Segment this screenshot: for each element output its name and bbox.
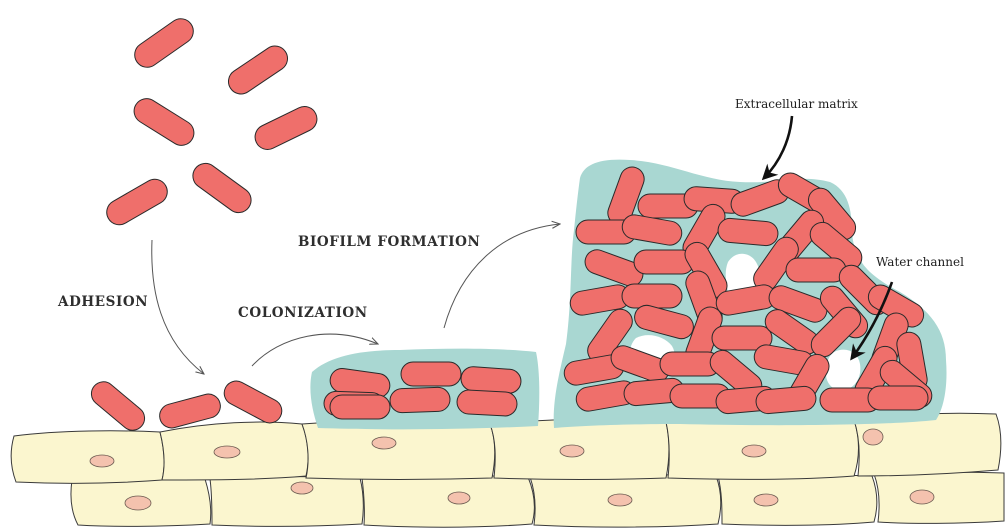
- host-cell: [362, 476, 534, 528]
- bacteria-layer: [87, 14, 937, 435]
- bacterium: [224, 41, 293, 99]
- bacterium: [251, 102, 321, 153]
- bacterium: [755, 385, 817, 414]
- bacterium: [456, 389, 517, 416]
- host-cell: [160, 422, 308, 480]
- bacterium: [401, 362, 461, 386]
- host-cell: [490, 419, 669, 479]
- bacterium: [622, 284, 682, 308]
- host-cell: [666, 417, 859, 479]
- host-cell: [11, 431, 164, 484]
- bacterium: [717, 217, 779, 246]
- host-cell-layer: [11, 413, 1004, 527]
- host-cell: [71, 477, 211, 526]
- label-extracellular-matrix: Extracellular matrix: [735, 97, 858, 111]
- host-cell: [210, 477, 363, 527]
- host-cell: [874, 472, 1004, 523]
- bacterium: [102, 175, 172, 230]
- matrix-pointer-arrow: [764, 116, 792, 178]
- adhesion-arrow: [152, 240, 204, 374]
- bacterium: [129, 94, 198, 150]
- bacterium: [220, 377, 286, 427]
- bacterium: [868, 386, 928, 410]
- label-adhesion: ADHESION: [57, 294, 148, 310]
- host-cell: [530, 475, 721, 528]
- bacterium: [130, 14, 198, 72]
- label-water-channel: Water channel: [876, 255, 964, 269]
- bacterium: [390, 387, 451, 413]
- bacterium: [87, 377, 150, 435]
- bacterium: [330, 395, 390, 419]
- host-cell: [718, 475, 877, 526]
- bacterium: [188, 158, 256, 217]
- label-colonization: COLONIZATION: [238, 305, 368, 321]
- host-cell: [302, 421, 495, 480]
- label-biofilm-formation: BIOFILM FORMATION: [298, 234, 480, 250]
- bacterium: [786, 258, 846, 282]
